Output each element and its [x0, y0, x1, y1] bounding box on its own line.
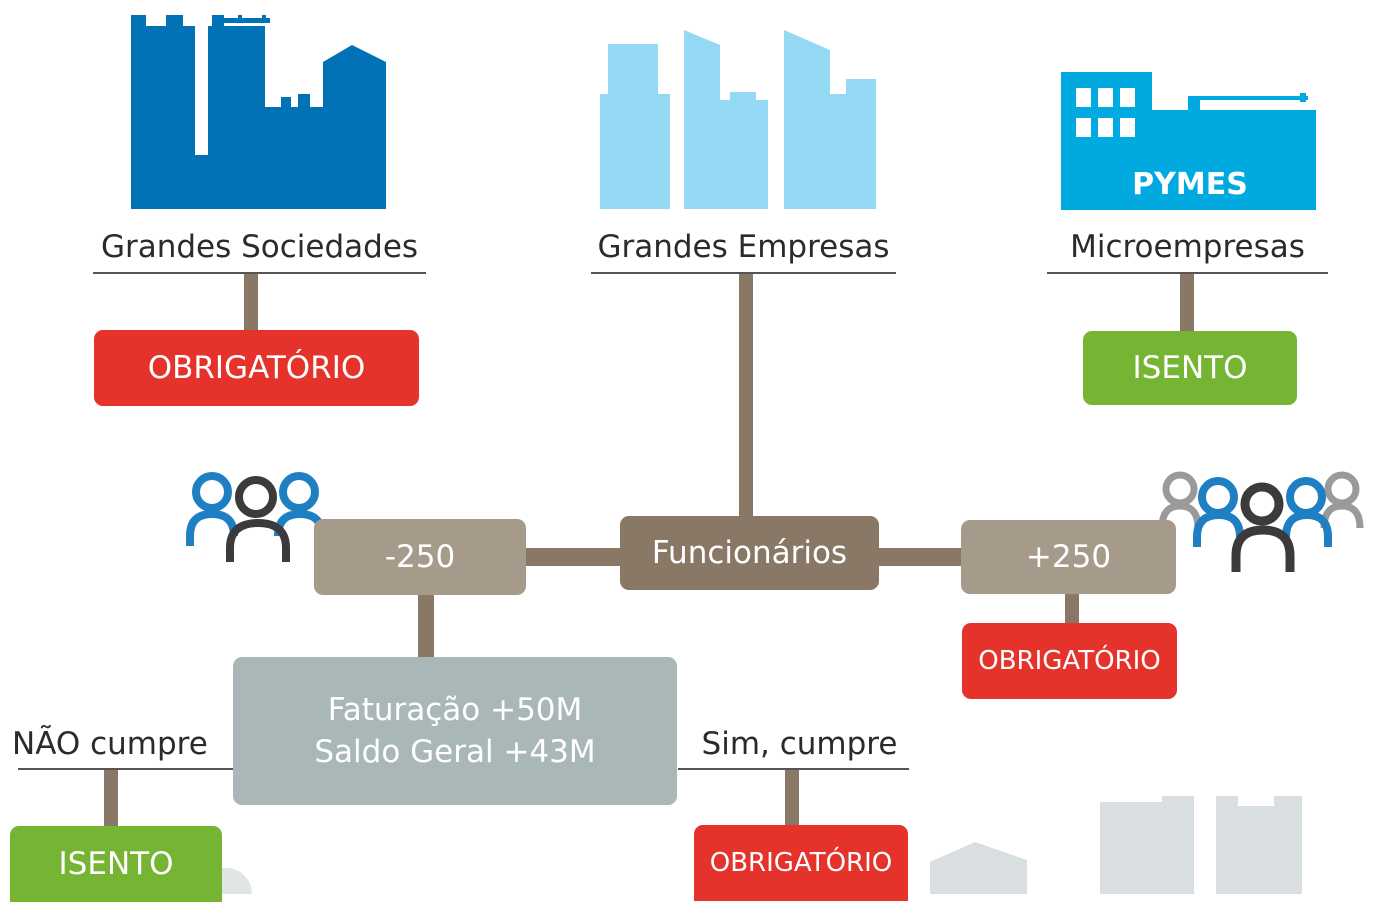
rule-large-companies — [591, 272, 896, 274]
pymes-sign: PYMES — [1132, 167, 1248, 202]
status-large-societies: OBRIGATÓRIO — [94, 330, 419, 406]
factory-building-icon — [131, 15, 386, 209]
connector-center-more — [878, 548, 964, 566]
connector-yes-status — [785, 770, 799, 826]
criteria-balance: Saldo Geral +43M — [314, 734, 596, 770]
label-large-societies: Grandes Sociedades — [100, 229, 419, 265]
status-micro-companies: ISENTO — [1083, 331, 1297, 405]
grey-buildings-icon — [930, 796, 1302, 894]
node-employees: Funcionários — [620, 516, 879, 590]
people-group-icon — [186, 472, 326, 562]
status-more-employees: OBRIGATÓRIO — [962, 623, 1177, 699]
connector-lines — [104, 274, 1194, 828]
status-no-compliance: ISENTO — [10, 826, 222, 902]
people-crowd-icon — [1158, 471, 1364, 572]
connector-large-companies — [739, 274, 753, 518]
label-no-compliance: NÃO cumpre — [12, 726, 208, 762]
label-rules — [18, 272, 1328, 770]
connector-less-center — [520, 548, 624, 566]
rule-no — [18, 768, 234, 770]
rule-large-societies — [93, 272, 426, 274]
label-micro-companies: Microempresas — [1070, 229, 1305, 265]
status-yes-compliance: OBRIGATÓRIO — [694, 825, 908, 901]
criteria-box: Faturação +50M Saldo Geral +43M — [233, 657, 677, 805]
label-yes-compliance: Sim, cumpre — [701, 726, 898, 762]
label-large-companies: Grandes Empresas — [597, 229, 890, 265]
rule-yes — [678, 768, 909, 770]
connector-large-societies — [244, 274, 258, 332]
node-less-employees: -250 — [314, 519, 526, 595]
connector-no-status — [104, 770, 118, 828]
rule-micro-companies — [1047, 272, 1328, 274]
connector-more-status — [1065, 592, 1079, 624]
criteria-revenue: Faturação +50M — [327, 692, 583, 728]
connector-less-criteria — [418, 594, 434, 658]
node-more-employees: +250 — [961, 520, 1176, 594]
connector-micro-companies — [1180, 274, 1194, 332]
skyline-building-icon — [600, 30, 876, 209]
